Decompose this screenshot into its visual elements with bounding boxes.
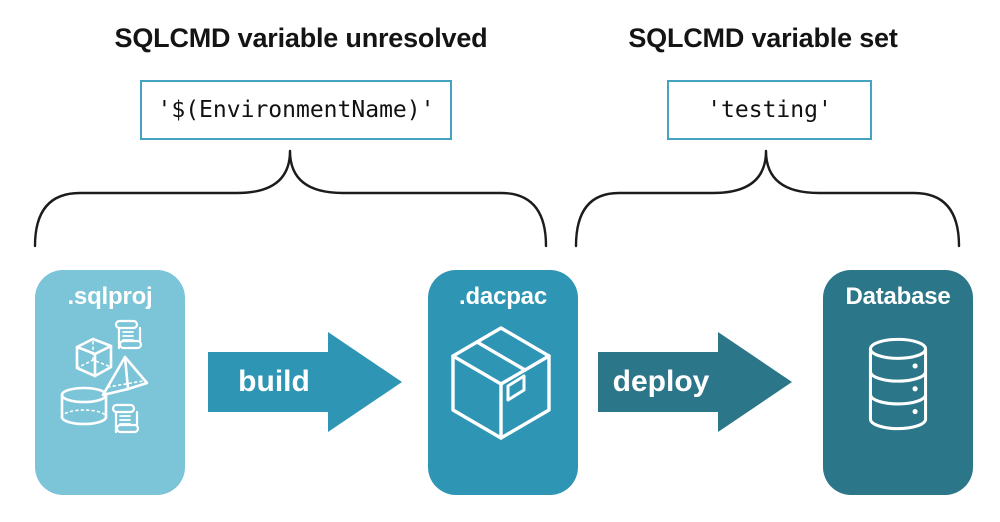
database-cylinder-icon	[868, 337, 928, 431]
set-code-text: 'testing'	[707, 97, 832, 123]
script-scroll-icon	[111, 403, 140, 434]
build-arrow	[208, 332, 402, 432]
cylinder-icon	[60, 386, 108, 426]
deploy-arrow	[598, 332, 792, 432]
sqlproj-node: .sqlproj	[35, 270, 185, 495]
deploy-arrow-label: deploy	[612, 365, 710, 398]
database-node: Database	[823, 270, 973, 495]
sql-objects-and-scripts-icon	[60, 319, 149, 434]
cube-icon	[75, 337, 113, 378]
sqlproj-node-label: .sqlproj	[67, 283, 153, 310]
build-arrow-label: build	[238, 365, 310, 398]
right-brace-icon	[574, 149, 961, 248]
script-scroll-icon	[114, 319, 143, 350]
database-node-label: Database	[845, 283, 951, 310]
set-code-box: 'testing'	[667, 80, 872, 140]
unresolved-code-text: '$(EnvironmentName)'	[157, 97, 435, 123]
dacpac-node-label: .dacpac	[459, 283, 547, 310]
unresolved-code-box: '$(EnvironmentName)'	[140, 80, 452, 140]
dacpac-node: .dacpac	[428, 270, 578, 495]
left-brace-icon	[33, 149, 548, 248]
unresolved-heading: SQLCMD variable unresolved	[114, 23, 488, 53]
set-heading: SQLCMD variable set	[628, 23, 898, 53]
pyramid-icon	[101, 355, 149, 397]
package-box-icon	[451, 326, 551, 440]
